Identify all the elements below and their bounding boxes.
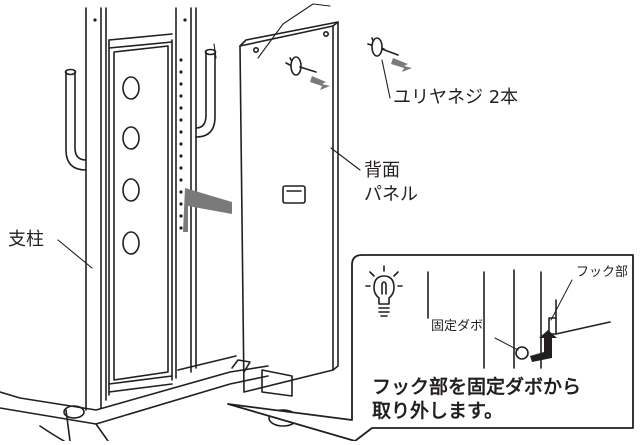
stand-frame [85,7,197,411]
back-panel [239,21,339,393]
screw-icon [285,37,399,76]
tip-text-line1: フック部を固定ダボから [372,376,582,398]
screw-arrow-icon [310,76,330,90]
pillar-label: 支柱 [8,229,44,250]
side-handles [64,48,217,171]
hook-detail [427,269,611,369]
back-panel-label-line1: 背面 [364,160,400,181]
tip-text-line2: 取り外します。 [372,400,504,422]
back-panel-label-line2: パネル [364,184,418,205]
stand-base [0,355,298,442]
slide-arrow-icon [183,188,232,232]
tip-callout [227,254,634,442]
fixed-dowel-label: 固定ダボ [431,319,484,334]
pillar-holes [93,18,187,230]
hook-part-label: フック部 [576,265,629,280]
inner-plate [113,45,169,381]
lightbulb-icon [365,265,403,317]
screw-arrow-icon-2 [391,58,412,72]
screws-label: ユリヤネジ 2本 [393,87,519,108]
callout-arrow-icon [530,330,557,362]
